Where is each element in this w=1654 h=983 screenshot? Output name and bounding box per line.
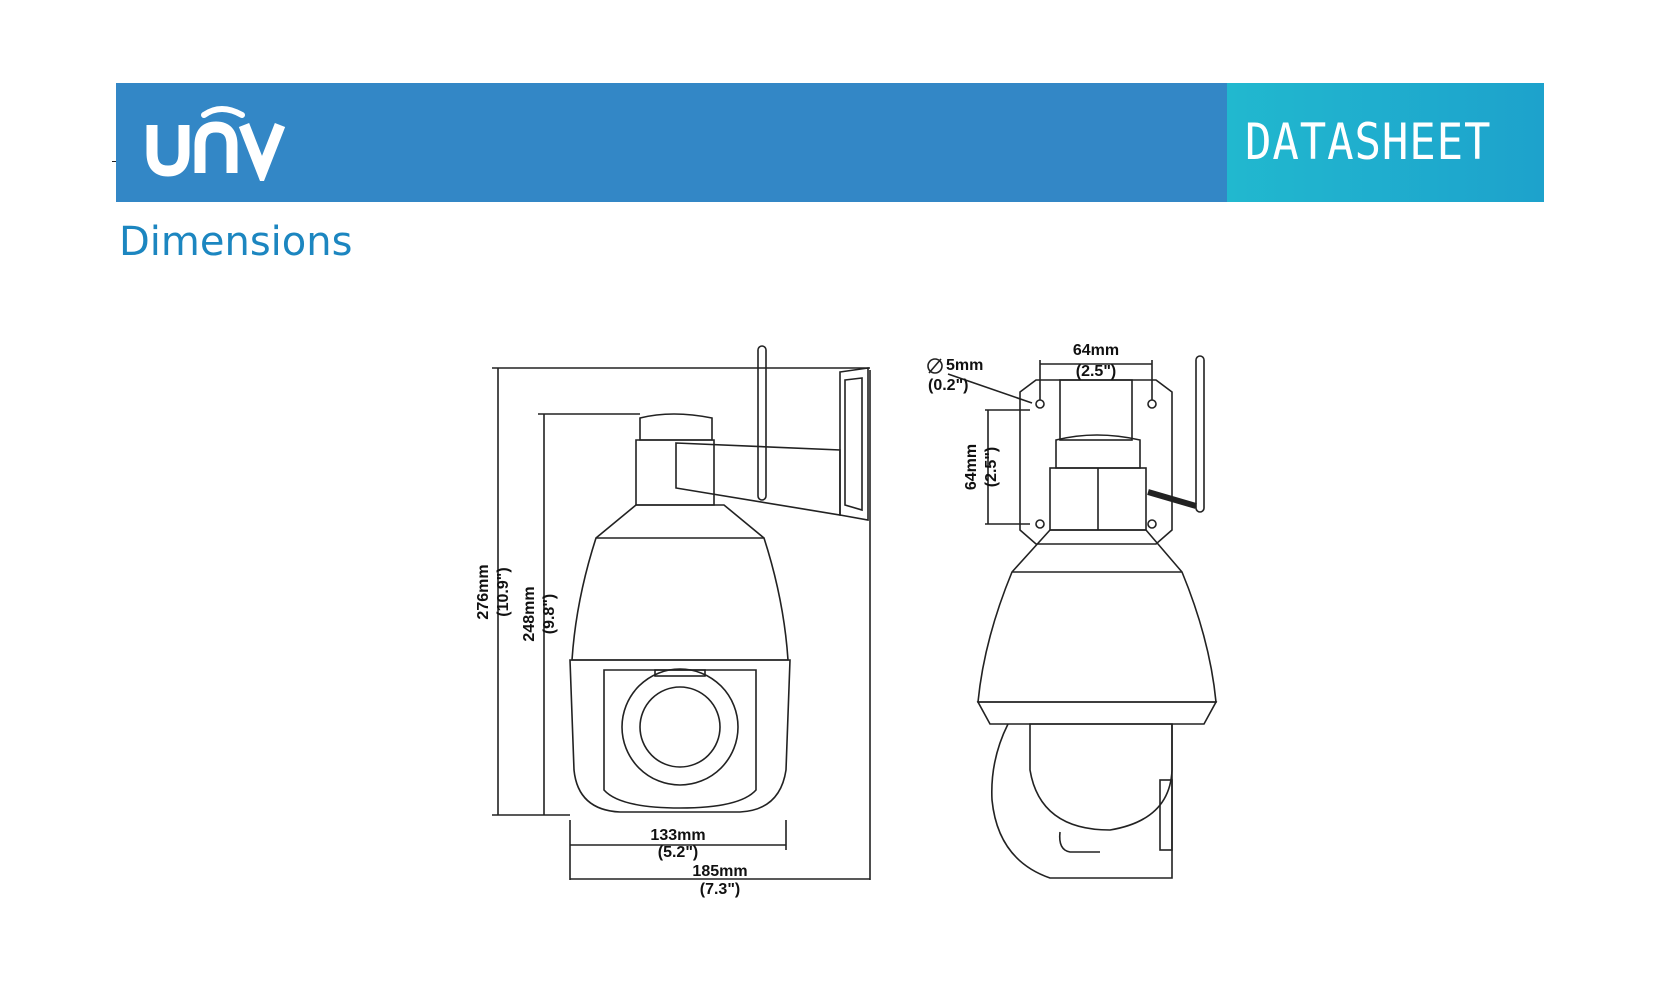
unv-logo-icon — [146, 106, 286, 187]
side-view — [492, 345, 871, 880]
section-title: Dimensions — [119, 219, 353, 265]
brand-logo: unv — [146, 101, 296, 187]
hole-diameter-label: 5mm — [946, 357, 983, 374]
height-total-label: 276mm — [475, 564, 492, 619]
front-view — [927, 355, 1218, 879]
hole-diameter-inch-label: (0.2") — [928, 377, 968, 394]
side-view-labels: 276mm (10.9") 248mm (9.8") 133mm (5.2") … — [475, 564, 748, 898]
front-view-labels: 5mm (0.2") 64mm (2.5") 64mm (2.5") — [928, 342, 1119, 490]
height-total-inch-label: (10.9") — [495, 567, 512, 616]
hole-spacing-v-inch-label: (2.5") — [983, 447, 1000, 487]
height-body-label: 248mm — [521, 586, 538, 641]
hole-spacing-h-label: 64mm — [1073, 342, 1119, 359]
width-total-inch-label: (7.3") — [700, 881, 740, 898]
width-body-label: 133mm — [650, 827, 705, 844]
header-bar: unv DATASHEET — [116, 83, 1544, 202]
datasheet-label: DATASHEET — [1245, 113, 1492, 171]
width-body-inch-label: (5.2") — [658, 844, 698, 861]
hole-spacing-h-inch-label: (2.5") — [1076, 363, 1116, 380]
hole-spacing-v-label: 64mm — [963, 444, 980, 490]
datasheet-badge: DATASHEET — [1227, 83, 1544, 202]
width-total-label: 185mm — [692, 863, 747, 880]
height-body-inch-label: (9.8") — [541, 594, 558, 634]
